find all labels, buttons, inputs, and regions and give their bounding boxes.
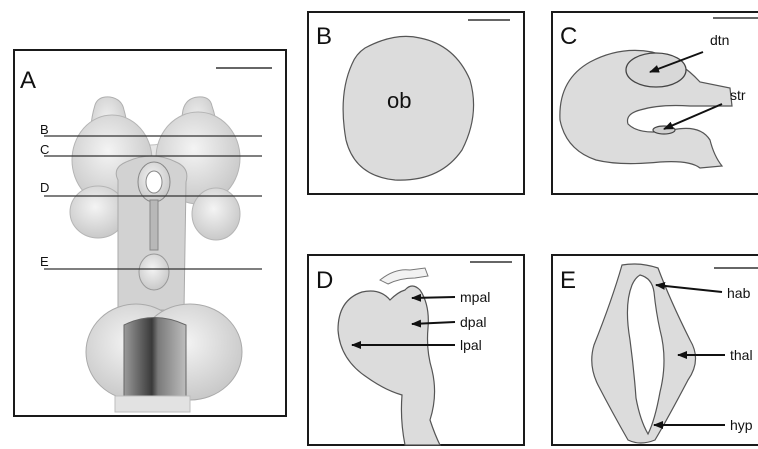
section-label-e: E (40, 254, 49, 269)
arrow-mpal (412, 297, 455, 298)
label-hab: hab (727, 285, 751, 301)
panel-c-label: C (560, 23, 577, 50)
panel-b-label: B (316, 23, 332, 50)
label-ob: ob (387, 88, 411, 113)
section-label-b: B (40, 122, 49, 137)
label-mpal: mpal (460, 289, 490, 305)
panel-e: hab thal hyp E (552, 255, 758, 445)
panel-c: dtn str C (552, 12, 758, 194)
label-dtn: dtn (710, 32, 729, 48)
label-thal: thal (730, 347, 753, 363)
section-label-c: C (40, 142, 49, 157)
panel-e-label: E (560, 267, 576, 294)
panel-a: B C D E A (14, 50, 286, 416)
panel-a-label: A (20, 67, 36, 94)
panel-b: ob B (308, 12, 524, 194)
striatum (653, 126, 675, 134)
section-label-d: D (40, 180, 49, 195)
label-hyp: hyp (730, 417, 753, 433)
label-dpal: dpal (460, 314, 486, 330)
label-lpal: lpal (460, 337, 482, 353)
label-str: str (730, 87, 746, 103)
panel-d: mpal dpal lpal D (308, 255, 524, 445)
panel-d-label: D (316, 267, 333, 294)
